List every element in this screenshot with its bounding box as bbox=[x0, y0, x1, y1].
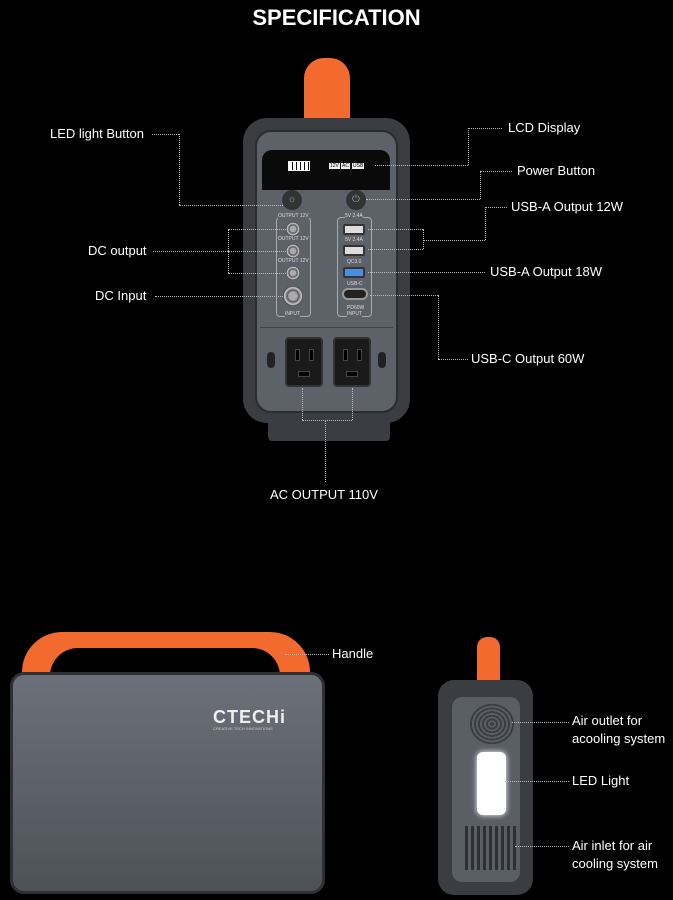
back-handle bbox=[477, 637, 500, 692]
dc-output-port[interactable] bbox=[286, 222, 300, 236]
usb-a-qc-port[interactable] bbox=[343, 267, 365, 278]
ac-outlet[interactable] bbox=[333, 337, 371, 387]
usb-label: 5V 2.4A bbox=[345, 237, 363, 243]
power-button[interactable]: ⏻ bbox=[346, 190, 366, 210]
lcd-display bbox=[262, 150, 390, 190]
pd-label: PD60W bbox=[347, 305, 365, 311]
qc-label: QC3.0 bbox=[347, 259, 362, 265]
usbc-label: USB-C bbox=[347, 281, 363, 287]
air-inlet-vent bbox=[465, 826, 519, 870]
dc-output-port[interactable] bbox=[286, 266, 300, 280]
dc-output-port[interactable] bbox=[286, 244, 300, 258]
led-light bbox=[477, 752, 506, 815]
brand-tagline: CREATIVE TECH INNOVATIONS bbox=[213, 726, 273, 731]
label-dc-input: DC Input bbox=[95, 288, 147, 303]
lcd-usb: USB bbox=[352, 163, 365, 169]
ac-outlet[interactable] bbox=[285, 337, 323, 387]
dc-port-label: OUTPUT 12V bbox=[278, 258, 309, 264]
dc-input-port[interactable] bbox=[283, 286, 303, 306]
label-dc-output: DC output bbox=[88, 243, 147, 258]
lcd-ac: AC bbox=[341, 163, 350, 169]
handle bbox=[304, 58, 350, 128]
label-usb-c-60w: USB-C Output 60W bbox=[471, 351, 585, 366]
air-inlet-line2: cooling system bbox=[572, 856, 658, 871]
air-inlet-line1: Air inlet for air bbox=[572, 838, 653, 853]
brand-logo: CTECHi bbox=[213, 707, 286, 727]
label-lcd-display: LCD Display bbox=[508, 120, 581, 135]
label-usb-a-12w: USB-A Output 12W bbox=[511, 199, 623, 214]
usb-label: 5V 2.4A bbox=[345, 213, 363, 219]
dc-input-label: INPUT bbox=[285, 311, 300, 317]
air-outlet-line1: Air outlet for bbox=[572, 713, 643, 728]
dc-port-label: OUTPUT 12V bbox=[278, 236, 309, 242]
label-led-light: LED Light bbox=[572, 773, 630, 788]
page-title: SPECIFICATION bbox=[252, 5, 421, 30]
lcd-12v: 12V bbox=[329, 163, 340, 169]
led-light-button[interactable]: ☼ bbox=[282, 190, 302, 210]
usb-a-port[interactable] bbox=[343, 224, 365, 235]
dc-port-label: OUTPUT 12V bbox=[278, 213, 309, 219]
air-outlet-vent bbox=[468, 702, 516, 746]
air-outlet-line2: acooling system bbox=[572, 731, 666, 746]
label-led-light-button: LED light Button bbox=[50, 126, 144, 141]
label-air-inlet: Air inlet for air cooling system bbox=[572, 837, 658, 873]
label-power-button: Power Button bbox=[517, 163, 596, 178]
label-usb-a-18w: USB-A Output 18W bbox=[490, 264, 602, 279]
battery-icon bbox=[288, 161, 310, 171]
usb-c-port[interactable] bbox=[342, 288, 368, 300]
label-ac-output: AC OUTPUT 110V bbox=[270, 487, 378, 502]
label-air-outlet: Air outlet for acooling system bbox=[572, 712, 665, 748]
label-handle: Handle bbox=[332, 646, 374, 661]
usb-a-port[interactable] bbox=[343, 245, 365, 256]
pd-input-label: INPUT bbox=[347, 311, 362, 317]
